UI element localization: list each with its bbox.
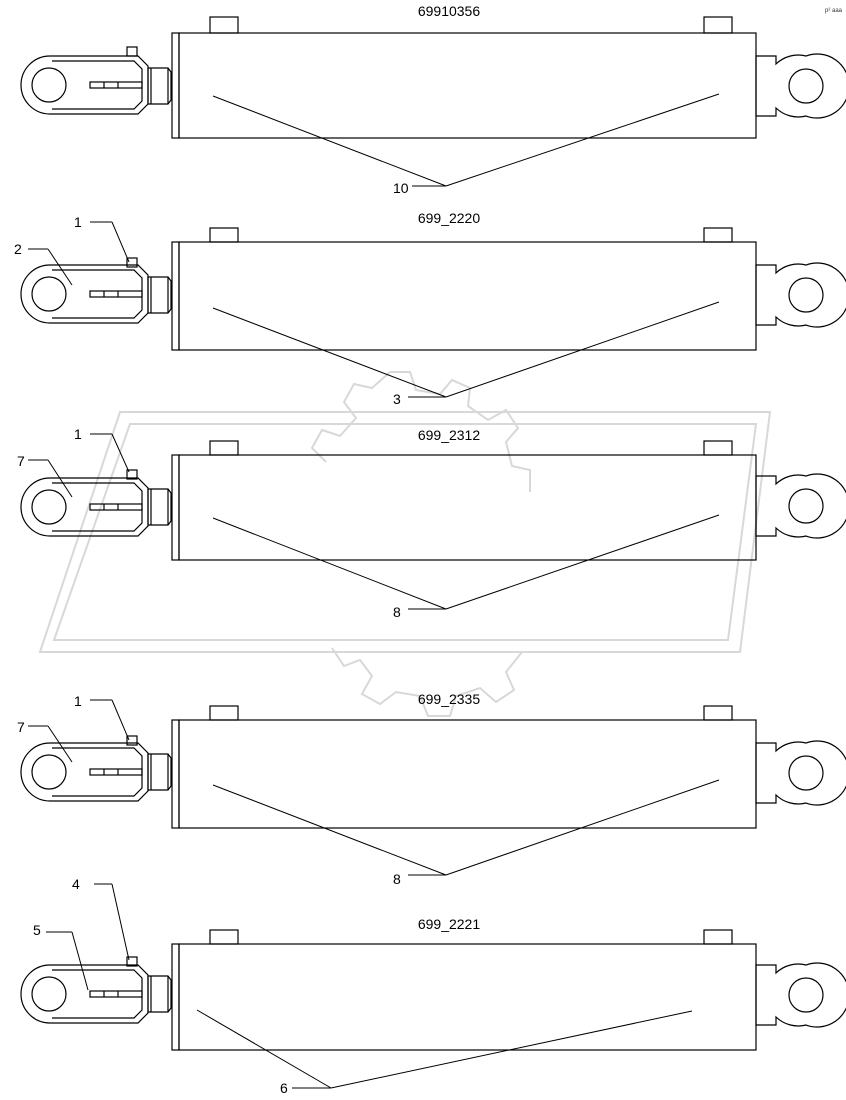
callout-number: 1 bbox=[74, 426, 82, 442]
cylinder-drawing bbox=[20, 16, 846, 139]
callout-number: 4 bbox=[72, 876, 80, 892]
part-number-label: 699_2221 bbox=[418, 916, 481, 932]
callout-number: 8 bbox=[393, 871, 401, 887]
callout-number: 7 bbox=[17, 453, 25, 469]
callout-number: 1 bbox=[74, 693, 82, 709]
leader-lines bbox=[46, 883, 693, 1089]
cylinder-assembly-4: 699_2335 1 7 8 bbox=[17, 691, 846, 887]
callout-number: 5 bbox=[33, 922, 41, 938]
callout-number: 7 bbox=[17, 719, 25, 735]
callout-number: 1 bbox=[74, 214, 82, 230]
leader-lines bbox=[212, 93, 720, 187]
leader-lines bbox=[28, 433, 720, 610]
part-number-label: 69910356 bbox=[418, 3, 481, 19]
callout-number: 3 bbox=[393, 391, 401, 407]
part-number-label: 699_2220 bbox=[418, 210, 481, 226]
cylinder-drawing bbox=[20, 705, 846, 829]
cylinder-assembly-3: 699_2312 1 7 8 bbox=[17, 426, 846, 620]
corner-mark: р² ааа bbox=[825, 8, 843, 14]
part-number-label: 699_2335 bbox=[418, 691, 481, 707]
callout-number: 2 bbox=[14, 241, 22, 257]
cylinder-assembly-2: 699_2220 1 2 3 bbox=[14, 210, 846, 407]
cylinder-drawing bbox=[20, 929, 846, 1051]
callout-number: 6 bbox=[280, 1080, 288, 1096]
leader-lines bbox=[28, 699, 720, 876]
cylinder-assembly-1: 69910356 10 bbox=[20, 3, 846, 196]
leader-lines bbox=[28, 221, 720, 398]
cylinder-assembly-5: 699_2221 4 5 6 bbox=[20, 876, 846, 1096]
cylinder-drawing bbox=[20, 440, 846, 561]
part-number-label: 699_2312 bbox=[418, 427, 481, 443]
opex-watermark-logo bbox=[38, 371, 772, 717]
callout-number: 8 bbox=[393, 604, 401, 620]
callout-number: 10 bbox=[393, 180, 409, 196]
cylinder-drawing bbox=[20, 227, 846, 351]
